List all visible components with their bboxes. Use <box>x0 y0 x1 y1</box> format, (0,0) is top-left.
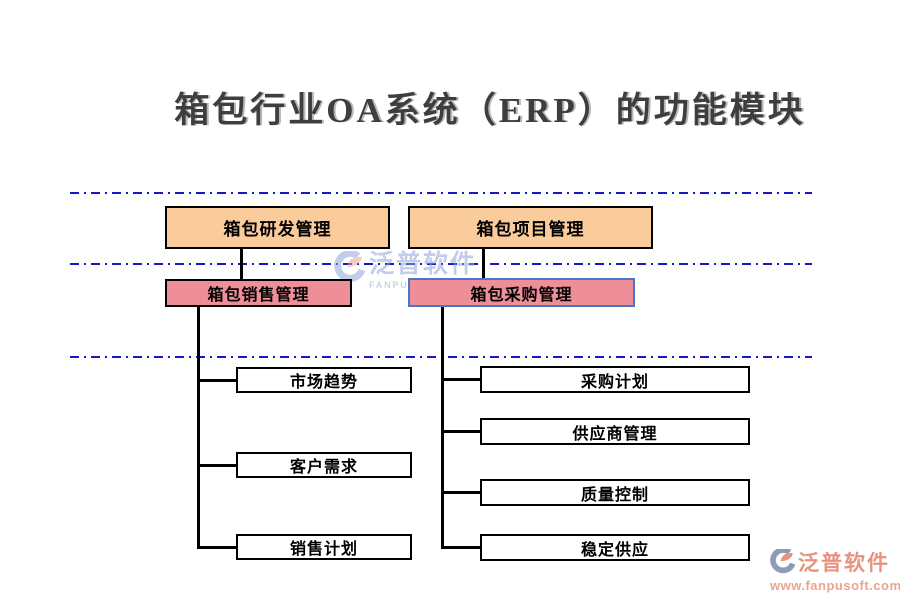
node-label: 销售计划 <box>289 541 358 558</box>
connector-left-branch-1 <box>197 379 237 382</box>
connector-right-trunk <box>441 306 444 549</box>
watermark-brand: 泛普软件 <box>369 250 478 278</box>
node-label: 箱包研发管理 <box>223 220 332 239</box>
node-customer-demand: 客户需求 <box>236 452 412 478</box>
node-label: 采购计划 <box>580 373 649 391</box>
connector-left-branch-2 <box>197 464 237 467</box>
connector-right-root-mid <box>482 249 485 278</box>
node-project-management: 箱包项目管理 <box>408 206 653 249</box>
node-purchase-management: 箱包采购管理 <box>408 278 635 307</box>
connector-left-branch-3 <box>197 546 237 549</box>
node-label: 供应商管理 <box>572 425 658 443</box>
node-label: 箱包销售管理 <box>207 287 310 304</box>
node-sales-management: 箱包销售管理 <box>165 279 352 307</box>
connector-right-branch-1 <box>441 378 481 381</box>
node-label: 箱包项目管理 <box>476 220 585 239</box>
node-rd-management: 箱包研发管理 <box>165 206 390 249</box>
node-label: 稳定供应 <box>580 541 649 559</box>
connector-right-branch-4 <box>441 546 481 549</box>
fanpu-footer-logo: 泛普软件 www.fanpusoft.com <box>770 547 900 593</box>
connector-right-branch-3 <box>441 491 481 494</box>
node-supplier-management: 供应商管理 <box>480 418 750 445</box>
separator-line-middle <box>70 263 812 265</box>
fanpu-logo-icon <box>334 251 366 282</box>
connector-left-root-mid <box>240 249 243 279</box>
footer-brand-text: 泛普软件 <box>798 552 890 575</box>
node-label: 质量控制 <box>580 486 649 504</box>
node-market-trend: 市场趋势 <box>236 367 412 393</box>
node-label: 箱包采购管理 <box>470 286 573 304</box>
node-label: 客户需求 <box>289 459 358 476</box>
node-stable-supply: 稳定供应 <box>480 534 750 561</box>
connector-right-branch-2 <box>441 430 481 433</box>
page-title: 箱包行业OA系统（ERP）的功能模块 <box>174 91 806 130</box>
separator-line-top <box>70 192 812 194</box>
node-label: 市场趋势 <box>289 374 358 391</box>
fanpu-logo-icon <box>770 549 796 574</box>
node-sales-plan: 销售计划 <box>236 534 412 560</box>
footer-url-text: www.fanpusoft.com <box>770 578 900 593</box>
node-purchase-plan: 采购计划 <box>480 366 750 393</box>
connector-left-trunk <box>197 306 200 549</box>
node-quality-control: 质量控制 <box>480 479 750 506</box>
